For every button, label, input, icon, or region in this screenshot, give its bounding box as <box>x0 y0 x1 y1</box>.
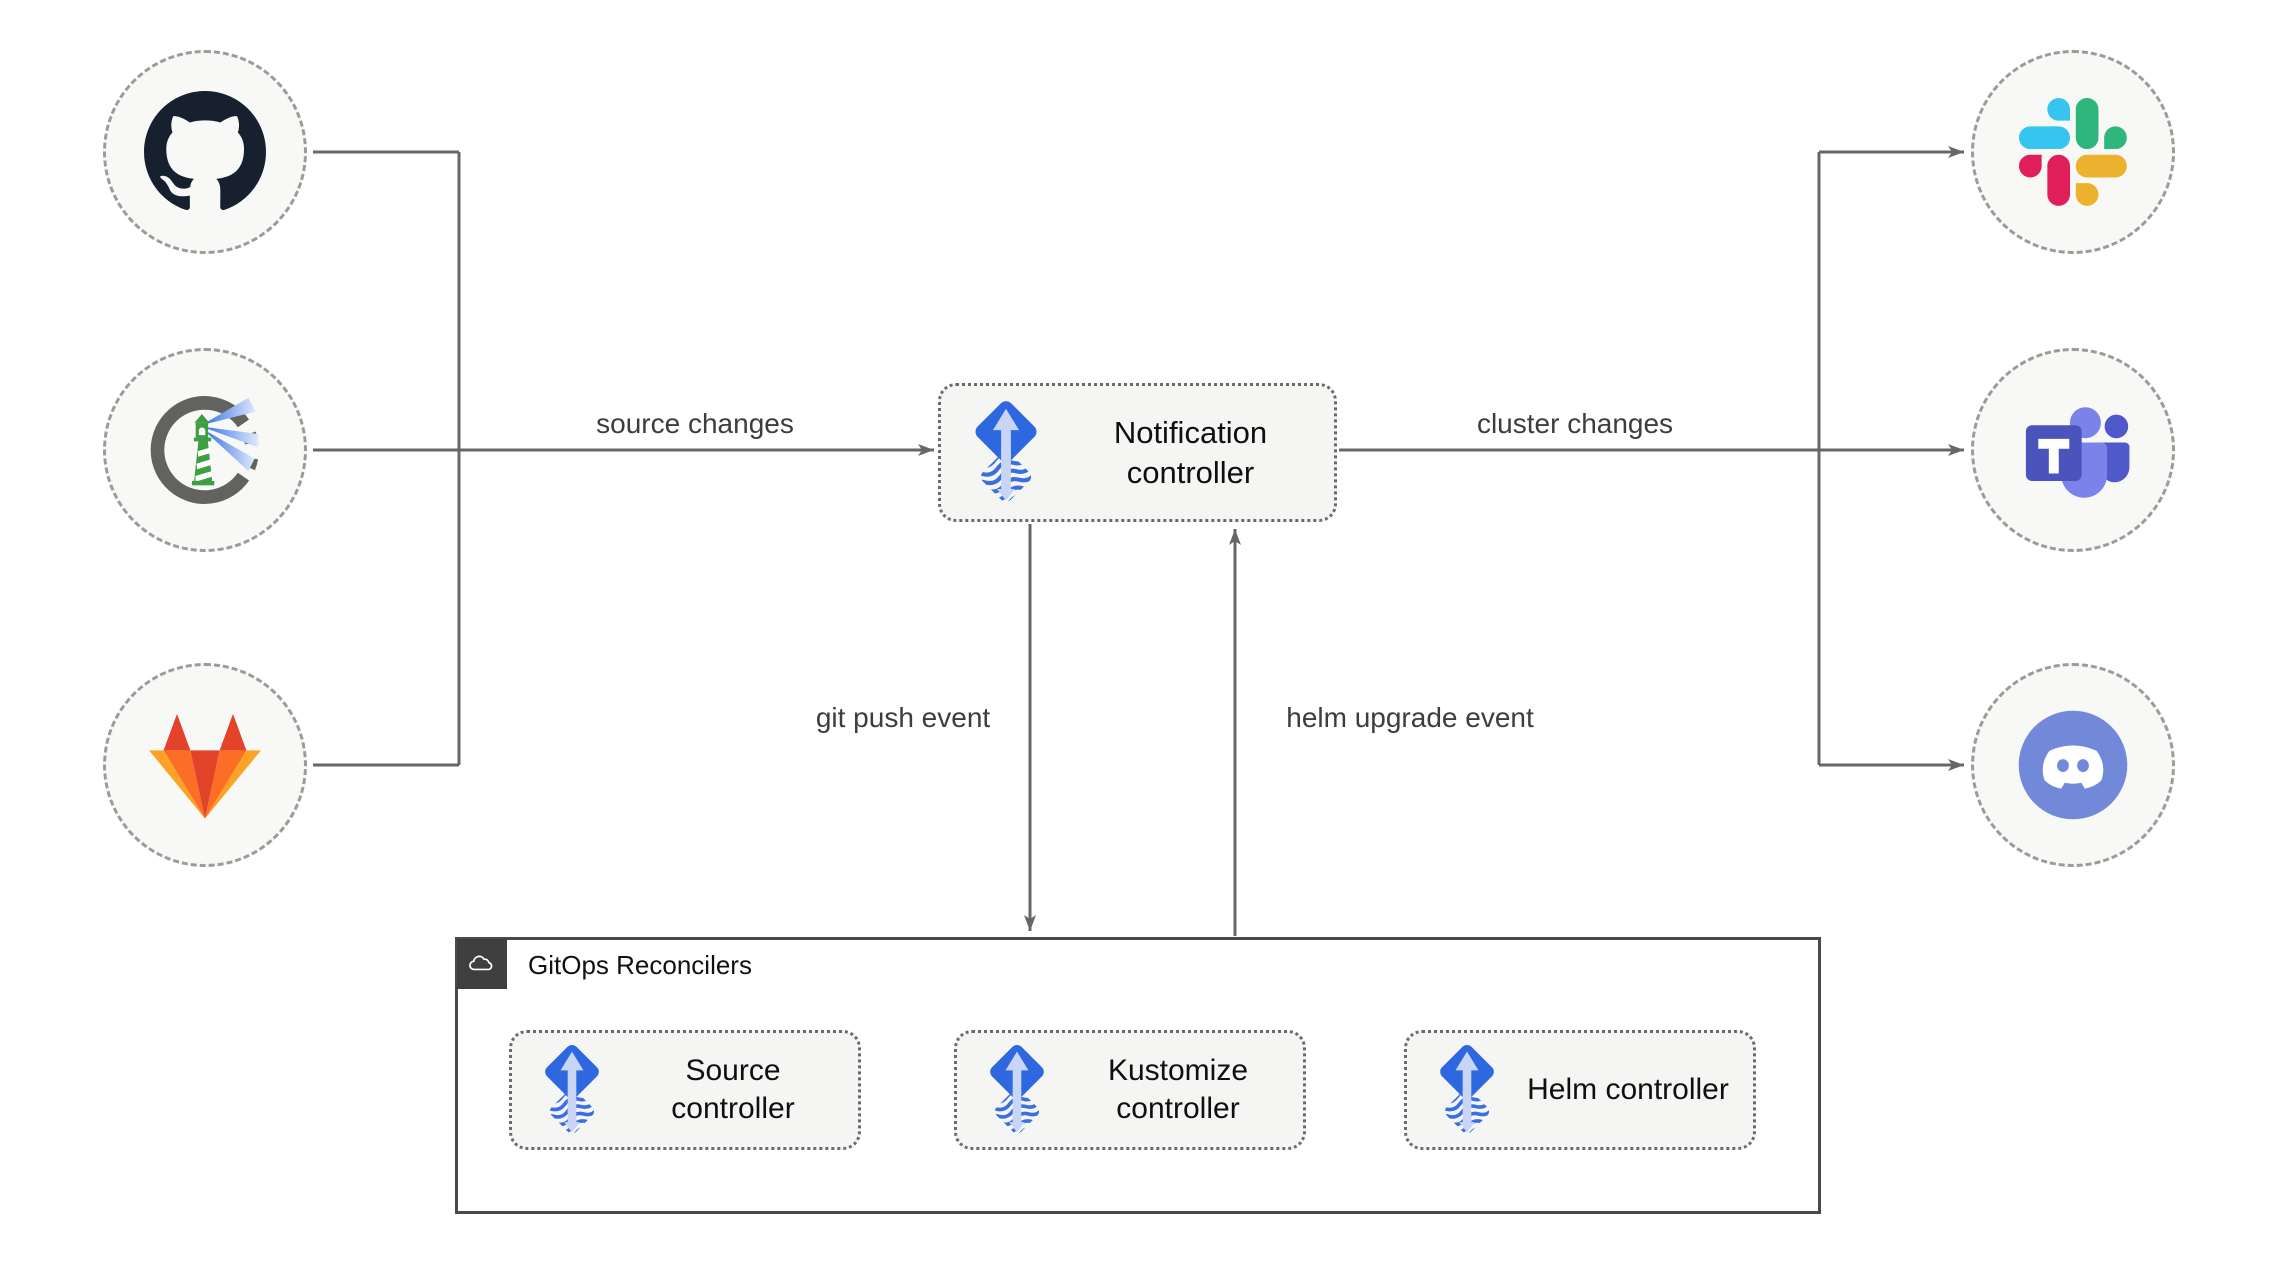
slack-icon <box>2019 98 2127 206</box>
kustomize-controller-label: Kustomize controller <box>1107 1053 1249 1125</box>
discord-node <box>1971 663 2175 867</box>
notification-controller-label: Notification controller <box>1113 414 1268 490</box>
helm-controller-node: Helm controller <box>1404 1030 1756 1150</box>
cloud-icon <box>465 947 499 981</box>
slack-node <box>1971 50 2175 254</box>
gitops-reconcilers-label: GitOps Reconcilers <box>528 949 752 980</box>
cluster-changes-label: cluster changes <box>1476 408 1674 439</box>
helm-controller-label: Helm controller <box>1527 1072 1729 1106</box>
gitlab-icon <box>149 713 261 819</box>
source-controller-label: Source controller <box>671 1053 795 1125</box>
teams-icon <box>2025 407 2130 498</box>
harbor-icon <box>150 396 259 504</box>
group-header <box>457 939 507 989</box>
source-changes-label: source changes <box>596 408 794 439</box>
harbor-node <box>103 348 307 552</box>
flux-icon <box>981 1043 1053 1138</box>
github-icon <box>144 91 266 210</box>
teams-node <box>1971 348 2175 552</box>
discord-icon <box>2018 710 2128 820</box>
flux-icon <box>1431 1043 1503 1138</box>
source-controller-node: Source controller <box>509 1030 861 1150</box>
git-push-event-label: git push event <box>815 702 991 733</box>
kustomize-controller-node: Kustomize controller <box>954 1030 1306 1150</box>
helm-upgrade-event-label: helm upgrade event <box>1286 702 1534 733</box>
github-node <box>103 50 307 254</box>
flux-icon <box>536 1043 608 1138</box>
notification-controller-node: Notification controller <box>938 383 1337 522</box>
flux-icon <box>965 399 1047 507</box>
gitlab-node <box>103 663 307 867</box>
